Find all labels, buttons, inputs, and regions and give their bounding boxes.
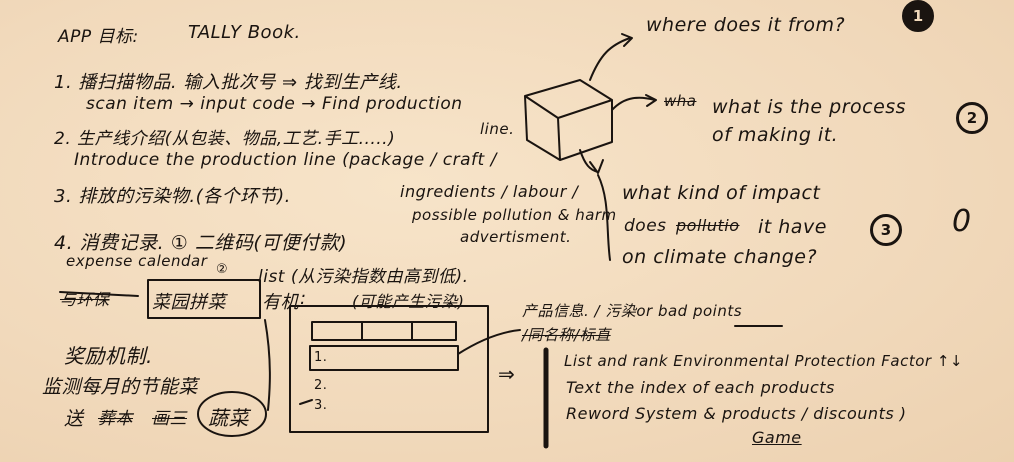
item-2-extra-3: advertisment.	[460, 228, 572, 246]
item-3-chinese: 3. 排放的污染物.(各个环节).	[54, 186, 291, 207]
product-info: 产品信息. / 污染or bad points	[522, 302, 743, 320]
wireframe-row-3: 3.	[314, 398, 328, 413]
arrow-to-question-1	[589, 37, 631, 81]
wireframe-row-2: 2.	[314, 378, 328, 393]
arrow-to-question-2	[611, 96, 656, 111]
reward-mechanism: 奖励机制.	[64, 344, 153, 368]
item-4-list: list (从污染指数由高到低).	[258, 267, 469, 287]
question-3-line-1: what kind of impact	[622, 182, 821, 204]
pollution-note: (可能产生污染)	[352, 292, 465, 311]
extra-zero-mark: 0	[952, 204, 972, 239]
badge-2: 2	[956, 102, 988, 134]
question-2-line-2: of making it.	[712, 124, 839, 146]
badge-1: 1	[902, 0, 934, 32]
item-4-chinese: 4. 消费记录. ① 二维码(可便付款)	[54, 232, 348, 254]
item-1-english: scan item → input code → Find production	[86, 94, 463, 114]
plan-line-2: Text the index of each products	[566, 378, 835, 397]
arrow-to-question-3	[579, 149, 604, 174]
item-4-english: expense calendar	[66, 252, 208, 270]
item-2-chinese: 2. 生产线介绍(从包装、物品,工艺.手工.....)	[54, 129, 396, 149]
send-struck-1: 葬本	[98, 409, 133, 429]
title-label: APP 目标:	[58, 27, 139, 47]
wireframe-screen	[289, 305, 489, 433]
question-2-line-1: what is the process	[712, 96, 907, 118]
plan-line-3: Reword System & products / discounts )	[566, 404, 907, 423]
question-3-does: does	[624, 216, 667, 236]
item-1-continuation: line.	[480, 120, 515, 138]
game-label: Game	[752, 428, 802, 447]
question-2-struck: wha	[664, 92, 697, 110]
circle-around-veg	[197, 391, 267, 437]
question-3-line-3: on climate change?	[622, 246, 818, 268]
box-label-a: 菜园拼菜	[152, 292, 226, 313]
monitor-note: 监测每月的节能菜	[42, 376, 199, 398]
send-label: 送	[64, 408, 84, 430]
wireframe-tab-1	[311, 321, 363, 341]
struck-label: 与环保	[60, 290, 110, 309]
colon: :	[300, 288, 307, 309]
product-info-struck: /同名称/标直	[522, 326, 611, 344]
badge-3: 3	[870, 214, 902, 246]
wireframe-tab-2	[361, 321, 413, 341]
app-name: TALLY Book.	[188, 22, 301, 43]
item-2-extra-2: possible pollution & harm	[412, 206, 617, 224]
vegetables-label: 蔬菜	[208, 406, 249, 430]
item-2-extra-1: ingredients / labour /	[400, 182, 579, 201]
wireframe-tab-3	[411, 321, 457, 341]
item-4-circled-2: ②	[216, 262, 229, 277]
arrow-glyph: ⇒	[498, 362, 516, 386]
box-label-b: 有机	[262, 292, 299, 313]
send-struck-2: 画三	[152, 409, 187, 429]
question-3-it-have: it have	[758, 216, 827, 238]
wireframe-row-1: 1.	[314, 350, 328, 365]
item-2-english: Introduce the production line (package /…	[74, 150, 497, 170]
cube-sketch	[524, 79, 613, 161]
item-1-chinese: 1. 播扫描物品. 输入批次号 ⇒ 找到生产线.	[54, 72, 403, 93]
box-around-label	[147, 279, 261, 319]
plan-line-1: List and rank Environmental Protection F…	[564, 352, 963, 370]
question-3-struck: pollutio	[676, 216, 740, 235]
wireframe-list-row	[309, 345, 459, 371]
question-1: where does it from?	[646, 14, 846, 36]
